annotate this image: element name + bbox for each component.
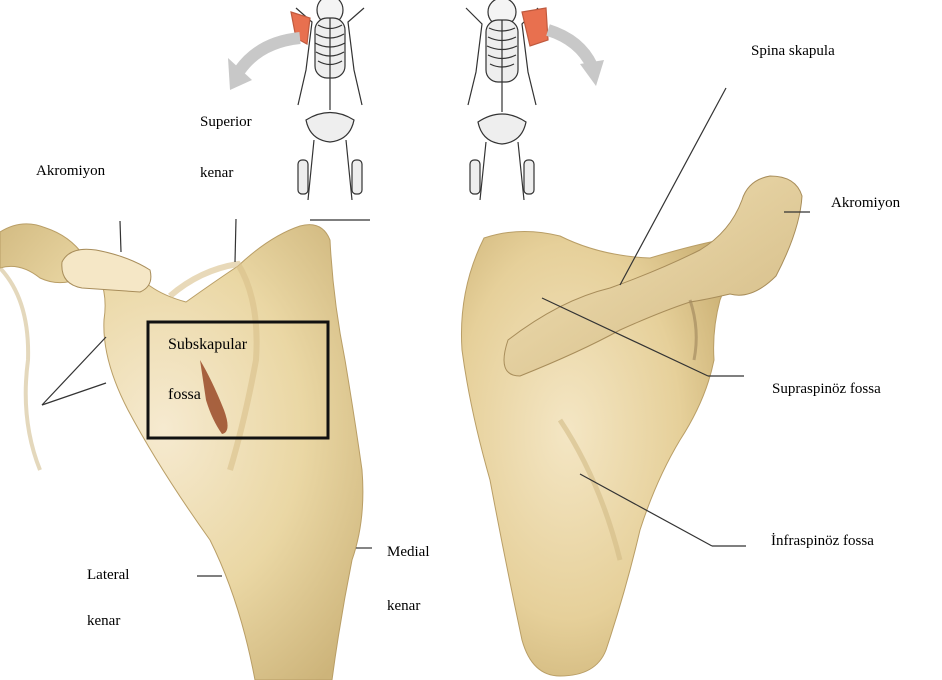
rotate-right-arrow-icon	[548, 30, 592, 66]
label-infraspinoz-fossa: İnfraspinöz fossa	[771, 533, 874, 550]
label-medial-kenar-line2: kenar	[387, 598, 420, 615]
rotate-left-arrow-icon	[240, 38, 300, 70]
label-lateral-kenar-line1: Lateral	[87, 567, 129, 584]
label-superior-kenar-line1: Superior	[200, 114, 252, 131]
arrowhead-right-icon	[580, 60, 604, 86]
skeleton-front-thumbnail	[291, 0, 364, 200]
skeleton-back-thumbnail	[466, 0, 548, 200]
label-superior-kenar-line2: kenar	[200, 165, 233, 182]
label-supraspinoz-fossa: Supraspinöz fossa	[772, 381, 881, 398]
label-akromiyon-left: Akromiyon	[36, 163, 105, 180]
label-medial-kenar-line1: Medial	[387, 544, 430, 561]
label-lateral-kenar-line2: kenar	[87, 613, 120, 630]
label-subskapular-fossa-line1: Subskapular	[168, 336, 247, 353]
label-spina-skapula: Spina skapula	[751, 43, 835, 60]
label-subskapular-fossa-line2: fossa	[168, 386, 201, 403]
scapula-posterior-view	[461, 176, 802, 676]
scapula-anterior-view	[0, 224, 363, 680]
label-akromiyon-right: Akromiyon	[831, 195, 900, 212]
